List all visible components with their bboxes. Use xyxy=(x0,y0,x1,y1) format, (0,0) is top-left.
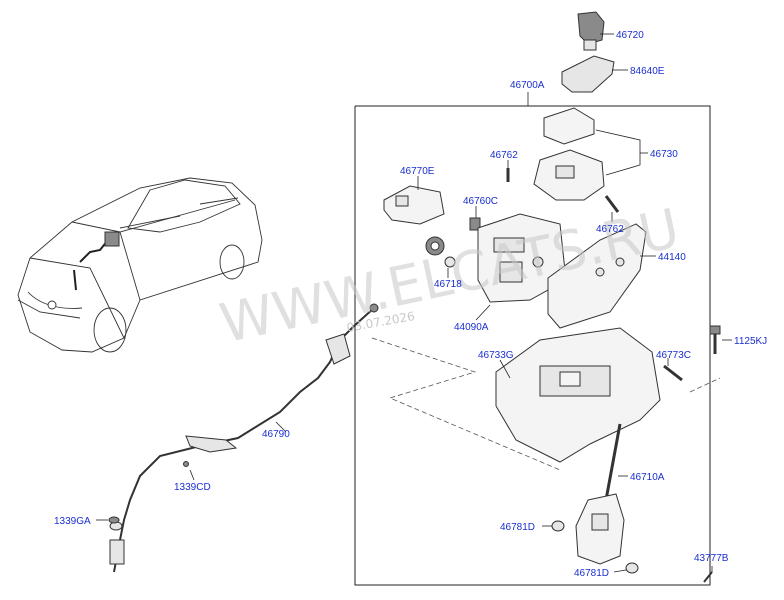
callout-43777B[interactable]: 43777B xyxy=(694,553,729,564)
dashed-guides xyxy=(371,337,721,471)
callout-46720[interactable]: 46720 xyxy=(616,30,644,41)
car-illustration xyxy=(17,177,263,353)
shift-knob xyxy=(577,11,614,51)
callout-1339GA[interactable]: 1339GA xyxy=(54,516,91,527)
upper-housing xyxy=(533,107,648,201)
callout-46700A[interactable]: 46700A xyxy=(510,80,545,91)
pin-parts xyxy=(506,160,620,222)
callout-46773C[interactable]: 46773C xyxy=(656,350,691,361)
clip-46760C xyxy=(469,206,481,231)
callout-46781D-bottom[interactable]: 46781D xyxy=(574,568,609,579)
lower-housing xyxy=(495,327,661,463)
callout-46762-top[interactable]: 46762 xyxy=(490,150,518,161)
callout-46762-right[interactable]: 46762 xyxy=(596,224,624,235)
assembly-frame xyxy=(354,92,711,586)
bushing-46718 xyxy=(425,236,456,278)
callout-1339CD[interactable]: 1339CD xyxy=(174,482,211,493)
callout-46718[interactable]: 46718 xyxy=(434,279,462,290)
bolt-1125KJ xyxy=(709,325,732,354)
base-plate xyxy=(475,213,567,321)
shift-lever xyxy=(575,423,628,565)
callout-44140[interactable]: 44140 xyxy=(658,252,686,263)
shift-cable xyxy=(96,303,379,573)
callout-46733G[interactable]: 46733G xyxy=(478,350,514,361)
callout-84640E[interactable]: 84640E xyxy=(630,66,665,77)
bracket-46770E xyxy=(383,176,445,225)
callout-1125KJ[interactable]: 1125KJ xyxy=(734,336,767,347)
callout-46760C[interactable]: 46760C xyxy=(463,196,498,207)
callout-46770E[interactable]: 46770E xyxy=(400,166,435,177)
pin-43777B xyxy=(703,566,713,583)
bushing-46781D xyxy=(542,520,639,574)
pin-46773C xyxy=(663,358,683,382)
callout-labels: 46720 84640E 46700A 46762 46730 46770E 4… xyxy=(54,30,767,579)
callout-46730[interactable]: 46730 xyxy=(650,149,678,160)
side-cover xyxy=(547,223,656,329)
shift-boot xyxy=(561,55,628,93)
callout-46710A[interactable]: 46710A xyxy=(630,472,665,483)
callout-46781D-left[interactable]: 46781D xyxy=(500,522,535,533)
callout-46790[interactable]: 46790 xyxy=(262,429,290,440)
callout-44090A[interactable]: 44090A xyxy=(454,322,489,333)
